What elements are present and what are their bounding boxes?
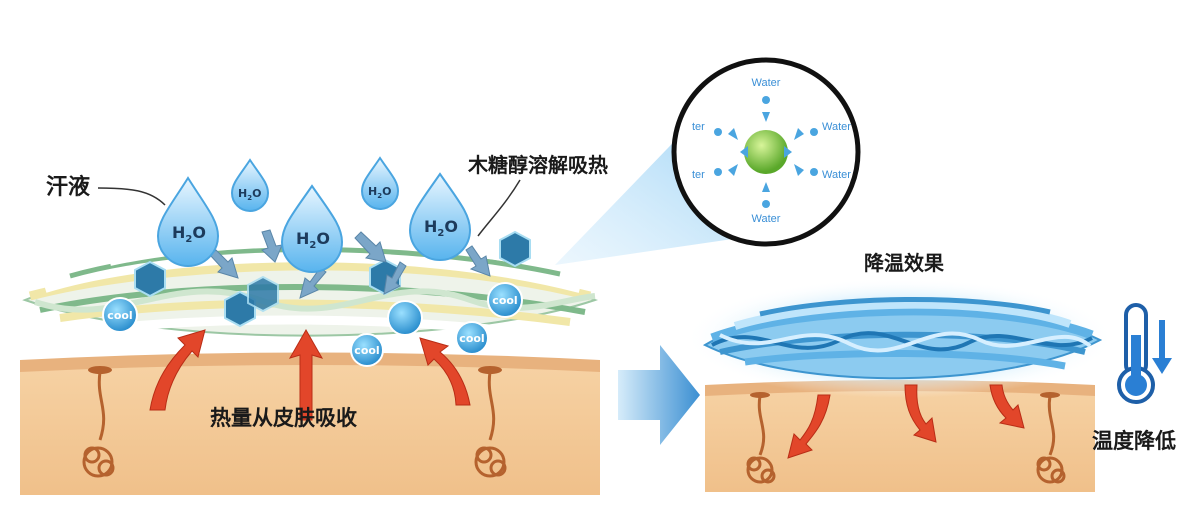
magnifier-inset: Water Water Water Water ter ter [671,57,861,247]
xylitol-label: 木糖醇溶解吸热 [467,153,608,237]
transition-arrow [618,345,700,445]
cool-badge-3: cool [455,321,489,355]
thermometer-icon [1117,303,1155,404]
svg-text:cool: cool [354,344,379,357]
sweat-gland-left [82,371,115,478]
water-molecule-arrows [714,96,818,208]
svg-text:H2O: H2O [368,185,391,200]
water-drop-large-2: H2O [280,184,344,273]
svg-text:cool: cool [459,332,484,345]
svg-text:木糖醇溶解吸热: 木糖醇溶解吸热 [467,153,608,177]
svg-text:cool: cool [107,309,132,322]
svg-text:Water: Water [752,213,781,225]
water-drop-small-2: H2O [360,156,400,210]
cooled-fabric [685,278,1115,398]
svg-text:ter: ter [692,169,705,181]
svg-text:汗液: 汗液 [46,174,90,200]
svg-text:H2O: H2O [238,187,261,202]
sweat-label: 汗液 [46,174,166,206]
water-flow-arrows [209,229,491,299]
cool-badge-1: cool [102,297,138,333]
svg-text:H2O: H2O [296,229,330,251]
cool-badge-4: cool [487,282,523,318]
heat-arrows-right [787,384,1025,459]
xylitol-particle [744,130,788,174]
temperature-down-arrow-icon [1152,320,1172,374]
svg-text:ter: ter [692,121,705,133]
cool-badge-5 [387,300,423,336]
water-drop-small-1: H2O [230,158,270,212]
svg-text:H2O: H2O [172,223,206,245]
sweat-gland-right [474,371,507,478]
svg-text:cool: cool [492,294,517,307]
svg-text:Water: Water [752,77,781,89]
heat-absorb-label: 热量从皮肤吸收 [210,406,357,430]
svg-text:Water: Water [822,169,851,181]
cool-badge-2: cool [350,333,384,367]
heat-arrows-left [149,328,471,421]
temp-drop-label: 温度降低 [1092,429,1176,453]
cooling-effect-label: 降温效果 [864,251,944,275]
svg-text:H2O: H2O [424,217,458,239]
svg-text:Water: Water [822,121,851,133]
water-drop-large-1: H2O [156,176,220,267]
water-drop-large-3: H2O [408,172,472,261]
